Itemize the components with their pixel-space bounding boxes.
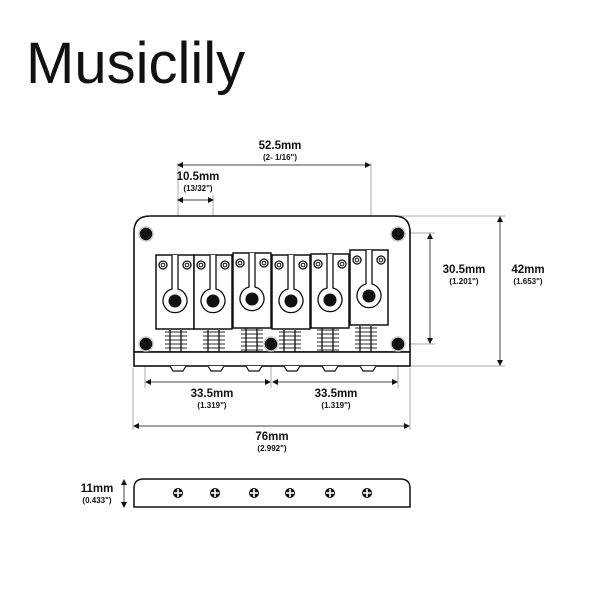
- dim-total-length-mm: 42mm: [511, 264, 545, 276]
- dim-hole-spacing-left-mm: 33.5mm: [190, 388, 234, 400]
- dim-string-spacing: 10.5mm (13/32"): [172, 171, 224, 193]
- dim-string-spread-inch: (2- 1/16"): [262, 152, 298, 162]
- dim-total-length-inch: (1.653"): [513, 276, 543, 286]
- dim-hole-spacing-left-inch: (1.319"): [197, 400, 227, 410]
- base-lip: [133, 351, 411, 367]
- saddle-4: [271, 254, 311, 330]
- dim-hole-spacing-right: 33.5mm (1.319"): [304, 388, 368, 410]
- dim-total-length: 42mm (1.653"): [502, 264, 554, 286]
- dim-total-width-mm: 76mm: [255, 431, 289, 443]
- saddle-1: [155, 254, 195, 330]
- side-view-screws: [173, 488, 372, 498]
- dim-height: 11mm (0.433"): [74, 483, 120, 505]
- saddle-5: [310, 253, 350, 329]
- dim-mount-height: 30.5mm (1.201"): [434, 264, 494, 286]
- dim-mount-height-inch: (1.201"): [449, 276, 479, 286]
- mounting-screws: [138, 226, 406, 352]
- dim-string-spacing-inch: (13/32"): [183, 183, 213, 193]
- saddle-3: [232, 252, 272, 329]
- dim-mount-height-mm: 30.5mm: [442, 264, 486, 276]
- springs: [165, 326, 377, 352]
- dim-hole-spacing-right-mm: 33.5mm: [314, 388, 358, 400]
- dim-total-width: 76mm (2.992"): [242, 431, 302, 453]
- saddles: [155, 249, 389, 330]
- dim-height-inch: (0.433"): [82, 495, 112, 505]
- saddle-6: [349, 249, 389, 326]
- brand-title: Musiclily: [26, 31, 246, 96]
- lip-tabs: [169, 365, 377, 372]
- dim-string-spread: 52.5mm (2- 1/16"): [240, 140, 320, 162]
- side-view-plate: [133, 478, 411, 508]
- dim-hole-spacing-left: 33.5mm (1.319"): [180, 388, 244, 410]
- saddle-2: [193, 254, 233, 330]
- dim-height-mm: 11mm: [80, 483, 114, 495]
- dim-total-width-inch: (2.992"): [257, 443, 287, 453]
- dim-string-spread-mm: 52.5mm: [258, 140, 302, 152]
- dim-hole-spacing-right-inch: (1.319"): [321, 400, 351, 410]
- dim-string-spacing-mm: 10.5mm: [176, 171, 220, 183]
- dimension-lines: [121, 162, 503, 508]
